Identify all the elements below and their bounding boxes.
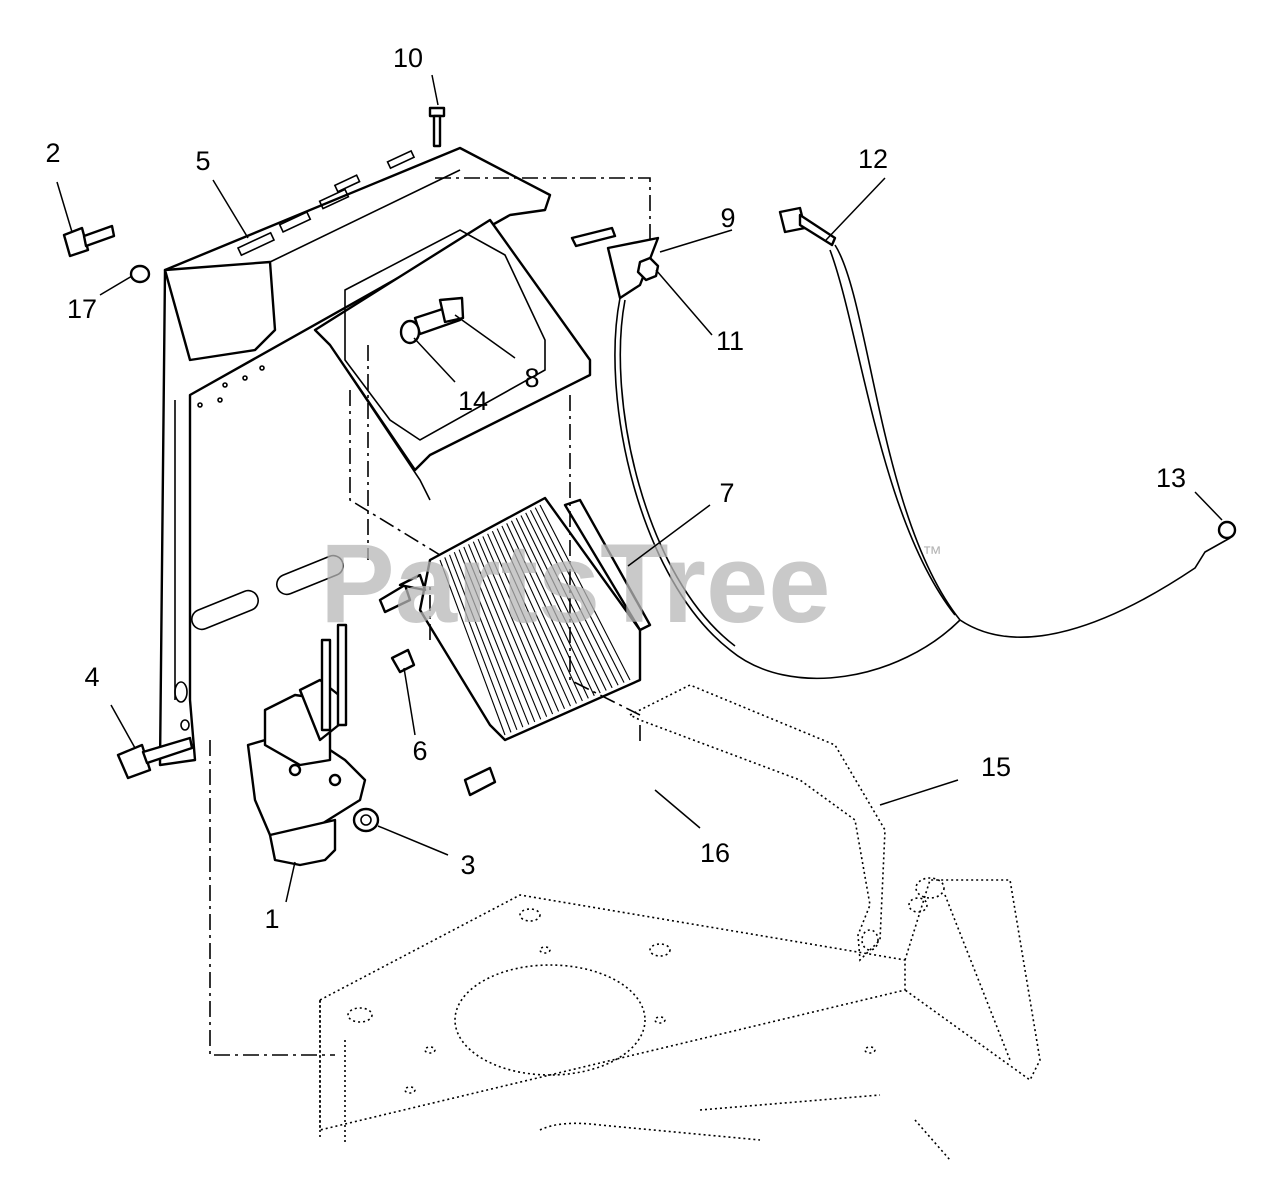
callout-9: 9	[720, 203, 735, 233]
cooler-fin	[477, 538, 554, 715]
watermark-text: PartsTree	[320, 521, 831, 646]
nut-13	[1217, 520, 1237, 540]
bolt-2	[62, 224, 116, 258]
cooler-fin	[515, 517, 601, 694]
callout-11: 11	[716, 326, 744, 356]
leader-lines	[56, 74, 1223, 903]
cooler-fin	[482, 536, 560, 712]
callout-17: 17	[67, 294, 97, 324]
cooler-fin	[510, 520, 595, 696]
callout-5: 5	[195, 146, 210, 176]
washer-14	[399, 319, 421, 345]
callout-1: 1	[264, 904, 279, 934]
cooler-fin	[506, 523, 589, 699]
watermark-trademark: ™	[922, 543, 942, 565]
callout-8: 8	[524, 363, 539, 393]
callout-4: 4	[84, 662, 99, 692]
watermark: PartsTree ™	[320, 521, 942, 646]
callout-labels: 1 2 3 4 5 6 7 8 9 10 11 12 13 14 15 16 1…	[45, 43, 1186, 934]
bracket-9	[570, 226, 660, 300]
cooler-fin	[501, 525, 583, 702]
cooler-fin	[444, 557, 512, 733]
callout-7: 7	[719, 478, 734, 508]
cooler-fin	[458, 549, 530, 725]
cooler-fin	[539, 504, 631, 681]
callout-3: 3	[460, 850, 475, 880]
callout-14: 14	[458, 386, 488, 416]
cooler-fin	[496, 528, 577, 704]
callout-10: 10	[393, 43, 423, 73]
cooler-fin	[449, 554, 518, 730]
cooler-fin	[463, 546, 536, 723]
nut-11	[636, 256, 660, 282]
assembly-lines	[209, 177, 651, 1056]
washer-17	[129, 264, 151, 284]
cooler-fin	[453, 551, 524, 728]
callout-12: 12	[858, 144, 888, 174]
cooler-fin	[525, 512, 613, 689]
oil-cooler-7	[418, 496, 652, 742]
callout-2: 2	[45, 138, 60, 168]
cooler-fin	[487, 533, 566, 710]
callout-16: 16	[700, 838, 730, 868]
console-bracket	[158, 146, 552, 767]
cooler-fin	[468, 544, 542, 720]
cooler-fin	[491, 530, 571, 707]
cooler-fin	[529, 509, 619, 686]
callout-13: 13	[1156, 463, 1186, 493]
callout-15: 15	[981, 752, 1011, 782]
mounting-plate	[313, 218, 592, 501]
cooler-fin	[534, 507, 625, 683]
bracket-15	[628, 684, 886, 962]
cooler-fin	[472, 541, 548, 717]
nut-3	[352, 807, 380, 833]
fittings-6	[378, 573, 497, 797]
cooler-fin	[520, 515, 607, 691]
cable-12	[614, 206, 1231, 680]
valve-1	[246, 623, 367, 867]
screw-10	[428, 106, 446, 148]
bolt-4	[116, 736, 194, 780]
cooler-fin	[439, 559, 506, 736]
callout-6: 6	[412, 736, 427, 766]
chassis-frame-ghost	[319, 877, 1041, 1161]
